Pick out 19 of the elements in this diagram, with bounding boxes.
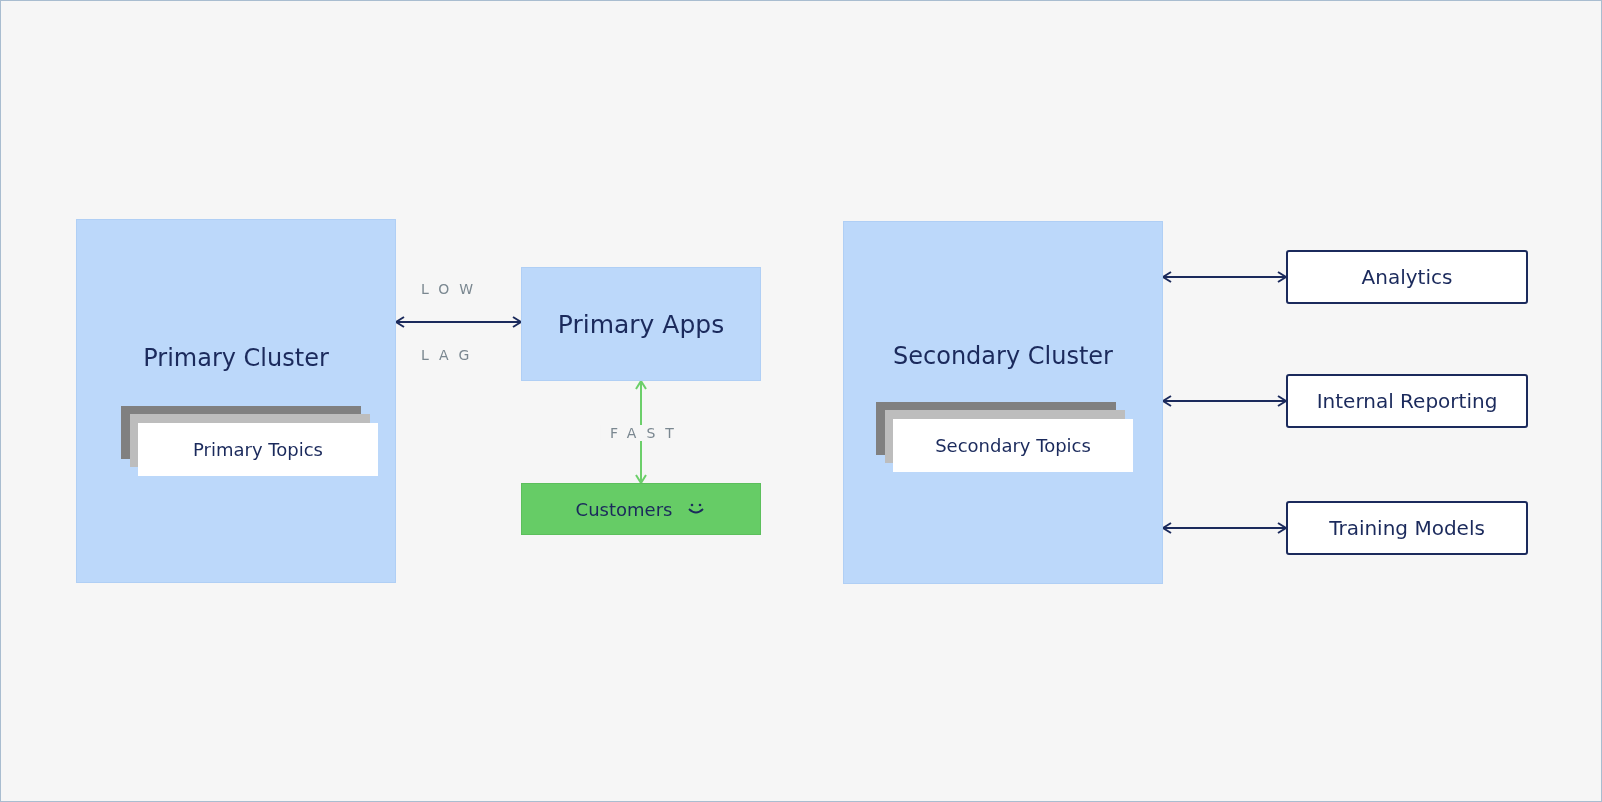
- double-arrow: [395, 316, 522, 328]
- box-label: Customers: [575, 498, 673, 520]
- topic-card: Primary Topics: [138, 423, 378, 476]
- cluster-panel: [843, 221, 1163, 584]
- topic-card: Secondary Topics: [893, 419, 1133, 472]
- cluster-panel: [76, 219, 396, 583]
- double-arrow: [635, 380, 647, 484]
- double-arrow: [1162, 522, 1287, 534]
- cluster-title: Secondary Cluster: [892, 342, 1114, 370]
- double-arrow: [1162, 395, 1287, 407]
- customer-box: [521, 483, 761, 535]
- output-box: Analytics: [1286, 250, 1528, 304]
- output-box: Training Models: [1286, 501, 1528, 555]
- cluster-title: Primary Cluster: [142, 344, 330, 372]
- output-box: Internal Reporting: [1286, 374, 1528, 428]
- arrow-caption: LAG: [421, 347, 480, 363]
- app-box: Primary Apps: [521, 267, 761, 381]
- arrow-caption: LOW: [421, 281, 484, 297]
- double-arrow: [1162, 271, 1287, 283]
